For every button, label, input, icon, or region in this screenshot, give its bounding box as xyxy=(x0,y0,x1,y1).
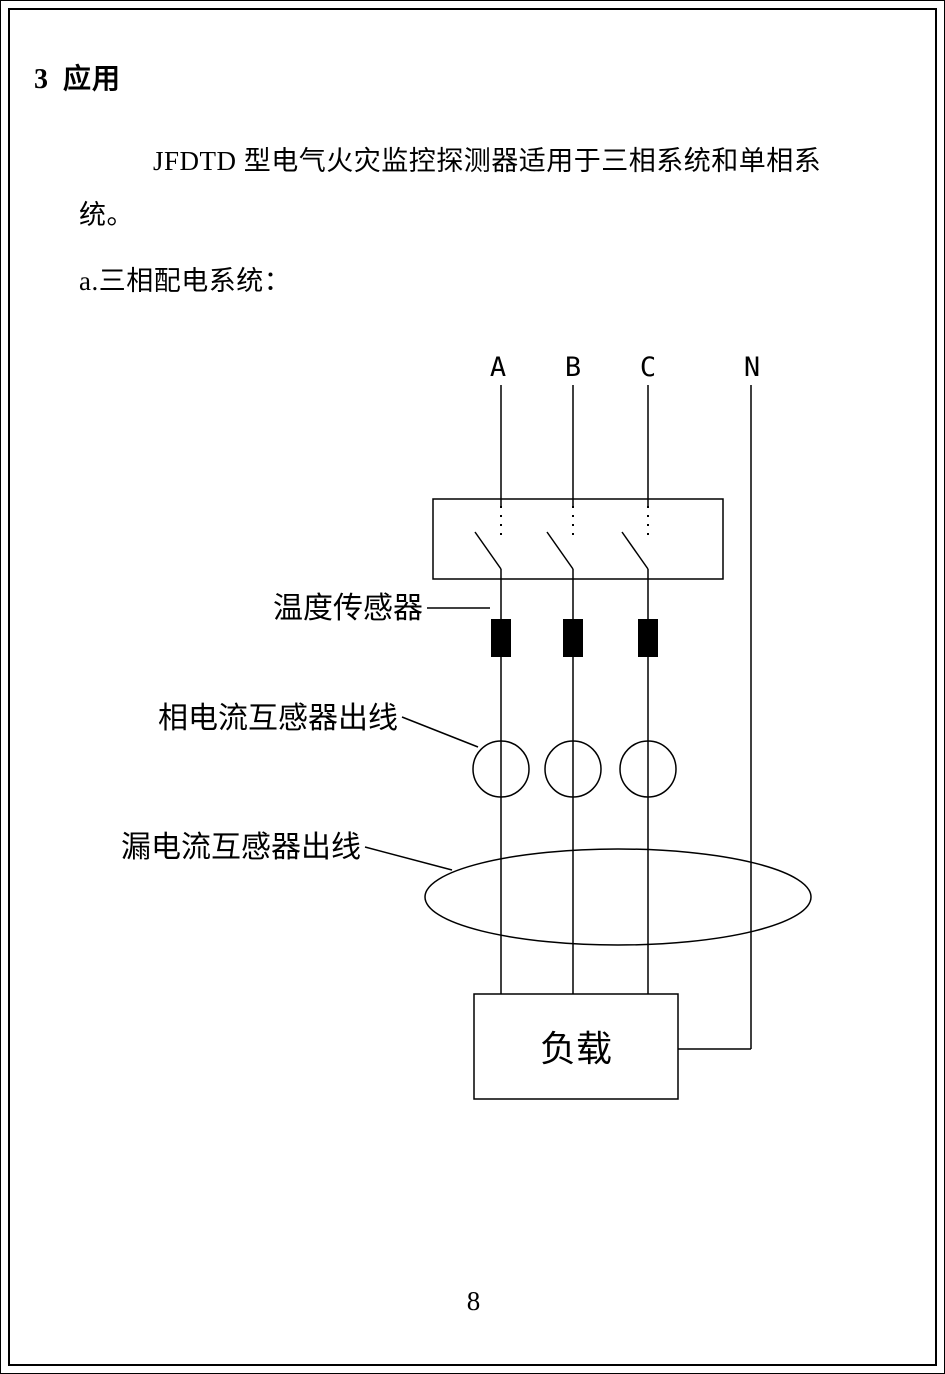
temperature-sensor-a xyxy=(491,619,511,657)
leakage-ct-label: 漏电流互感器出线 xyxy=(121,830,361,865)
leakage-ct-leader-line xyxy=(364,846,453,871)
phase-label-c: C xyxy=(640,352,656,383)
circuit-breaker-box xyxy=(432,498,724,580)
phase-ct-label: 相电流互感器出线 xyxy=(158,701,398,736)
phase-label-n: N xyxy=(744,352,760,383)
phase-ct-c xyxy=(619,740,677,798)
paragraph-line-2: 统。 xyxy=(79,200,134,230)
section-title: 应用 xyxy=(63,64,122,95)
phase-ct-leader-line xyxy=(401,716,479,748)
leakage-ct-ellipse xyxy=(424,848,812,946)
temperature-sensor-label: 温度传感器 xyxy=(273,591,423,626)
phase-label-b: B xyxy=(565,352,581,383)
neutral-conductor xyxy=(678,385,752,1050)
phase-conductor-c xyxy=(621,385,649,994)
phase-conductor-a xyxy=(474,385,502,994)
section-heading: 3 应用 xyxy=(34,57,121,97)
load-label: 负载 xyxy=(540,1029,612,1070)
phase-ct-b xyxy=(544,740,602,798)
section-number: 3 xyxy=(34,64,49,95)
phase-ct-a xyxy=(472,740,530,798)
subsection-label: a.三相配电系统： xyxy=(79,266,292,296)
phase-label-a: A xyxy=(490,352,506,383)
load-box xyxy=(473,993,679,1100)
phase-conductor-b xyxy=(546,385,574,994)
page-number: 8 xyxy=(466,1286,481,1316)
temperature-sensor-b xyxy=(563,619,583,657)
paragraph-line-1: JFDTD 型电气火灾监控探测器适用于三相系统和单相系 xyxy=(153,146,822,176)
temperature-sensor-c xyxy=(638,619,658,657)
